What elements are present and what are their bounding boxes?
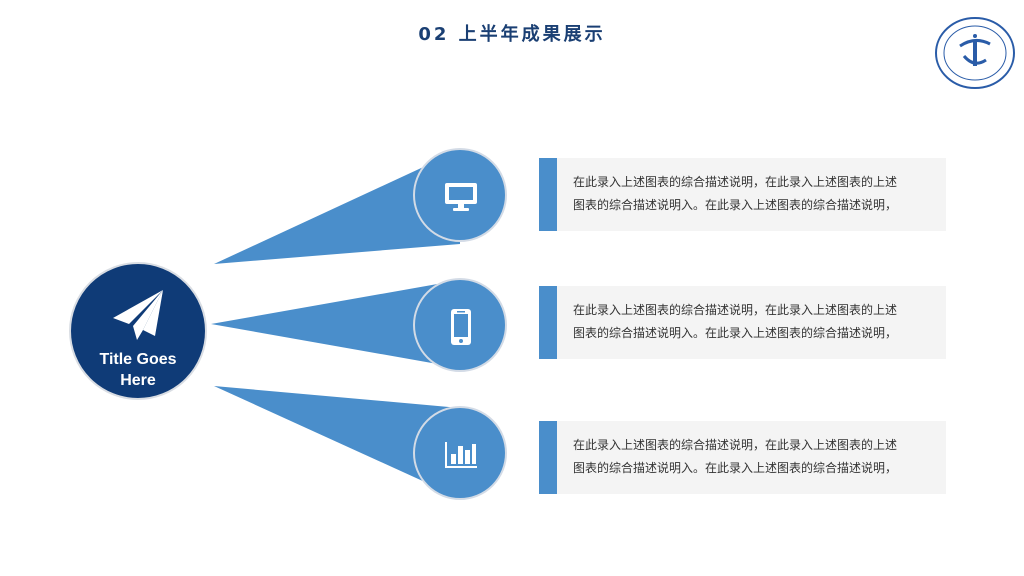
card-text-line: 图表的综合描述说明入。在此录入上述图表的综合描述说明， [573,326,898,340]
node-smartphone [413,278,507,372]
card-text-line: 在此录入上述图表的综合描述说明，在此录入上述图表的上述 [573,175,898,189]
card-text-line: 图表的综合描述说明入。在此录入上述图表的综合描述说明， [573,198,898,212]
bar-chart-icon [445,442,477,468]
smartphone-icon [451,309,471,345]
description-card-3: 在此录入上述图表的综合描述说明，在此录入上述图表的上述 图表的综合描述说明入。在… [539,421,946,494]
card-accent-bar [539,421,557,494]
description-card-2: 在此录入上述图表的综合描述说明，在此录入上述图表的上述 图表的综合描述说明入。在… [539,286,946,359]
ray-top [214,150,460,264]
monitor-icon [445,183,477,211]
slide-title: 02 上半年成果展示 [418,24,606,45]
ray-bottom [214,386,460,498]
paper-plane-icon [113,290,163,340]
description-card-1: 在此录入上述图表的综合描述说明，在此录入上述图表的上述 图表的综合描述说明入。在… [539,158,946,231]
card-text: 在此录入上述图表的综合描述说明，在此录入上述图表的上述 图表的综合描述说明入。在… [573,299,933,345]
node-bar-chart [413,406,507,500]
card-text: 在此录入上述图表的综合描述说明，在此录入上述图表的上述 图表的综合描述说明入。在… [573,171,933,217]
ray-middle [211,280,460,368]
card-text-line: 在此录入上述图表的综合描述说明，在此录入上述图表的上述 [573,438,898,452]
card-text: 在此录入上述图表的综合描述说明，在此录入上述图表的上述 图表的综合描述说明入。在… [573,434,933,480]
center-label: Title Goes Here [71,349,205,391]
card-accent-bar [539,158,557,231]
center-label-line1: Title Goes [99,351,177,368]
node-monitor [413,148,507,242]
card-accent-bar [539,286,557,359]
card-text-line: 在此录入上述图表的综合描述说明，在此录入上述图表的上述 [573,303,898,317]
center-hub: Title Goes Here [69,262,207,400]
university-logo-icon [935,17,1015,89]
card-text-line: 图表的综合描述说明入。在此录入上述图表的综合描述说明， [573,461,898,475]
center-label-line2: Here [120,372,156,389]
